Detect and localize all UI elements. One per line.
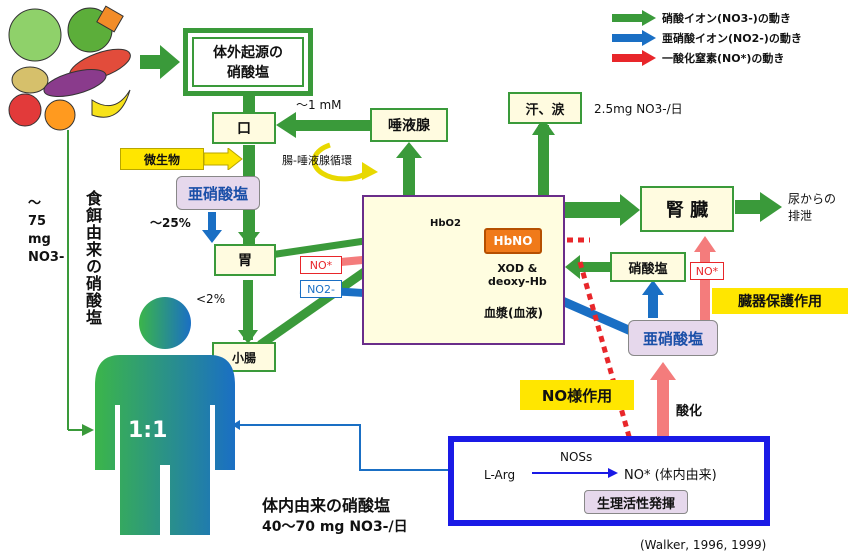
salivary-gland-label: 唾液腺 (388, 118, 430, 134)
nitrate-right-label: 硝酸塩 (628, 261, 668, 277)
hbno-label: HbNO (493, 234, 533, 248)
one-mm-label: ～1 mM (296, 98, 342, 112)
microbe-label: 微生物 (143, 152, 180, 167)
body-ratio-label: 1:1 (128, 418, 168, 443)
oxidation-label: 酸化 (676, 404, 703, 419)
nitrite-main-label: 亜硝酸塩 (187, 184, 248, 203)
veg-arrow (140, 45, 180, 79)
hbo2-label: HbO2 (430, 218, 461, 229)
nitrite-right-label: 亜硝酸塩 (642, 329, 703, 348)
no-small-box: NO* (300, 256, 342, 274)
dietary-vertical-label: 食餌由来の硝酸塩 (83, 190, 102, 326)
blue-arrow-icon (612, 30, 656, 46)
nitrate-right-box: 硝酸塩 (610, 252, 686, 282)
pct2-label: <2% (196, 292, 226, 306)
l-arg-label: L-Arg (484, 468, 516, 482)
legend-nitrate: 硝酸イオン(NO3-)の動き (612, 8, 848, 28)
mouth-box: 口 (212, 112, 276, 144)
sweat-box: 汗、涙 (508, 92, 582, 124)
noss-arrow (532, 468, 618, 478)
nitrite-main-box: 亜硝酸塩 (176, 176, 260, 210)
enterosalivary-label: 腸-唾液腺循環 (282, 154, 352, 167)
legend: 硝酸イオン(NO3-)の動き 亜硝酸イオン(NO2-)の動き 一酸化窒素(NO*… (612, 8, 848, 68)
bio-activity-box: 生理活性発揮 (584, 490, 688, 514)
microbe-arrow (204, 148, 243, 170)
urine-label: 尿からの 排泄 (788, 192, 837, 223)
legend-nitrite-label: 亜硝酸イオン(NO2-)の動き (662, 32, 802, 45)
noss-label: NOSs (560, 450, 593, 464)
exogenous-nitrate-box: 体外起源の 硝酸塩 (183, 28, 313, 96)
no-kidney-label: NO* (695, 264, 719, 278)
organ-protection-label: 臓器保護作用 (738, 294, 822, 310)
xod-label: XOD & deoxy-Hb (488, 262, 547, 288)
bio-activity-label: 生理活性発揮 (596, 496, 675, 512)
kidney-label: 腎 臓 (665, 200, 709, 221)
kidney-box: 腎 臓 (640, 186, 734, 232)
no-small-label: NO* (309, 258, 333, 272)
citation-label: (Walker, 1996, 1999) (640, 538, 767, 552)
small-intestine-label: 小腸 (231, 350, 256, 365)
human-body-figure (95, 297, 235, 535)
endogenous-amount-label: 40～70 mg NO3-/日 (262, 519, 408, 535)
no-like-action-box: NO様作用 (520, 380, 634, 410)
green-arrow-icon (612, 10, 656, 26)
vegetables-illustration (8, 5, 131, 131)
legend-nitrite: 亜硝酸イオン(NO2-)の動き (612, 28, 848, 48)
sweat-label: 汗、涙 (525, 102, 565, 118)
nitrite-right-box: 亜硝酸塩 (628, 320, 718, 356)
no-endogenous-label: NO* (体内由来) (624, 468, 717, 483)
plasma-label: 血漿(血液) (484, 306, 543, 320)
legend-no-label: 一酸化窒素(NO*)の動き (662, 52, 785, 65)
legend-no: 一酸化窒素(NO*)の動き (612, 48, 848, 68)
organ-protection-box: 臓器保護作用 (712, 288, 848, 314)
mouth-label: 口 (237, 121, 251, 137)
pct25-label: ～25% (150, 216, 191, 230)
no2-small-box: NO2- (300, 280, 342, 298)
endogenous-title-label: 体内由来の硝酸塩 (262, 496, 391, 515)
microbe-box: 微生物 (120, 148, 204, 170)
no-kidney-box: NO* (690, 262, 724, 280)
exogenous-nitrate-label: 体外起源の 硝酸塩 (192, 37, 304, 87)
red-arrow-icon (612, 50, 656, 66)
plasma-box (362, 195, 565, 345)
stomach-box: 胃 (214, 244, 276, 276)
hbno-box: HbNO (484, 228, 542, 254)
legend-nitrate-label: 硝酸イオン(NO3-)の動き (662, 12, 791, 25)
sweat-amount-label: 2.5mg NO3-/日 (594, 102, 683, 116)
dietary-amount-label: ～ 75 mg NO3- (28, 196, 65, 265)
stomach-label: 胃 (238, 253, 252, 269)
no-like-action-label: NO様作用 (541, 386, 613, 405)
no2-small-label: NO2- (307, 282, 335, 296)
salivary-gland-box: 唾液腺 (370, 108, 448, 142)
